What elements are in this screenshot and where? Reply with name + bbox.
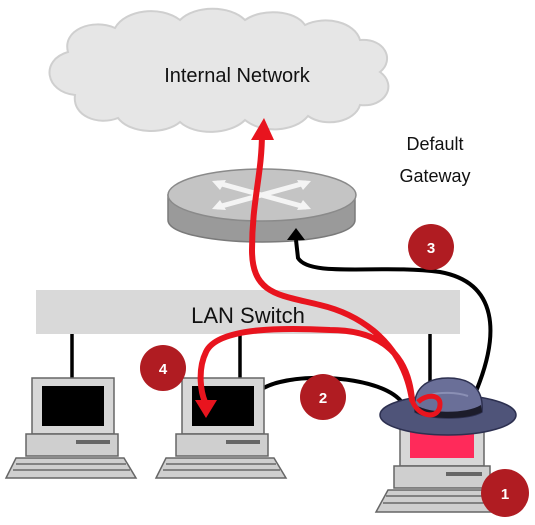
router-icon [167, 168, 357, 243]
step-badge-3: 3 [408, 224, 454, 270]
arrowhead-gateway [287, 228, 305, 240]
step-number: 1 [501, 486, 509, 503]
cloud-label: Internal Network [164, 65, 311, 87]
gateway-label-line1: Default [406, 134, 463, 154]
step-number: 3 [427, 240, 435, 257]
arrowhead-victim [195, 400, 217, 418]
attacker-to-gateway-path [294, 239, 493, 406]
internal-network-cloud: Internal Network [48, 7, 390, 133]
computer-icon [154, 377, 288, 479]
step-number: 4 [159, 361, 168, 378]
step-number: 2 [319, 390, 327, 407]
computer-icon [4, 377, 138, 479]
step-badge-2: 2 [300, 374, 346, 420]
router [167, 168, 357, 243]
cloud-icon [48, 7, 390, 133]
computer-left [4, 377, 138, 479]
red-attack-path [197, 129, 415, 405]
hacker-hat-icon [379, 377, 517, 436]
red-hat-loop [409, 393, 443, 418]
step-badge-4: 4 [140, 345, 186, 391]
hacker-hat [379, 377, 517, 436]
lan-switch: LAN Switch [36, 290, 460, 334]
switch-icon [36, 290, 460, 334]
switch-label: LAN Switch [191, 303, 305, 328]
default-gateway-label: Default Gateway [399, 134, 470, 186]
step-badge-1: 1 [481, 469, 529, 517]
arrowhead-internal-network [251, 118, 274, 140]
computer-victim [154, 377, 288, 479]
gateway-label-line2: Gateway [399, 166, 470, 186]
